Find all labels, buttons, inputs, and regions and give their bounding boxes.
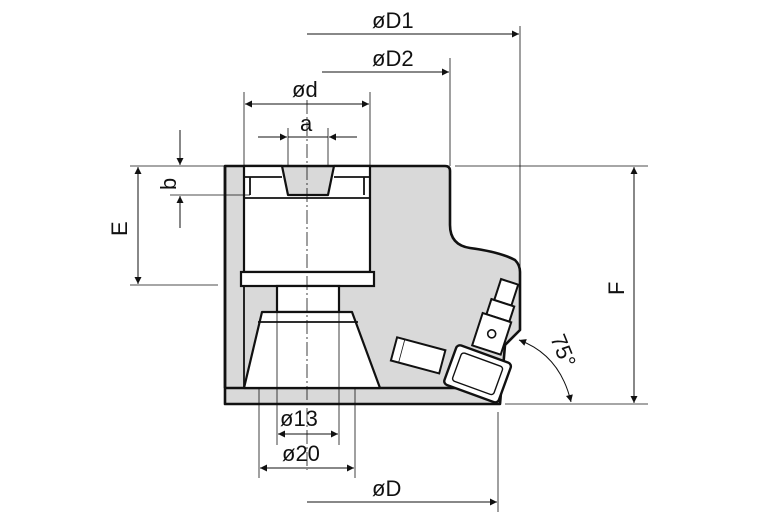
dim-a: a [258,111,357,166]
insert-assembly [389,277,520,404]
label-angle: 75° [545,331,581,371]
label-b: b [156,178,181,190]
central-bore [239,164,382,390]
label-20: ø20 [282,441,320,466]
dim-D2: øD2 [322,46,451,166]
bore-collar [239,270,376,288]
dim-F: F [455,165,648,405]
cutting-insert [443,344,513,404]
label-F: F [604,282,629,295]
dim-E: E [107,167,218,286]
dim-d: ød [243,77,371,166]
dim-20: ø20 [258,388,356,478]
label-E: E [107,221,132,236]
label-D1: øD1 [372,8,414,33]
dim-angle: 75° [518,331,581,403]
label-D: øD [372,476,401,501]
shim-screw [389,336,447,375]
label-d: ød [292,77,318,102]
clamp-screw [470,277,520,356]
bore-neck [275,284,341,314]
label-a: a [300,111,313,136]
label-D2: øD2 [372,46,414,71]
dim-b: b [130,130,250,228]
label-13: ø13 [280,406,318,431]
dim-D: øD [307,412,499,512]
bore-cone [242,310,382,390]
dim-13: ø13 [276,312,340,445]
dim-D1: øD1 [307,8,521,272]
